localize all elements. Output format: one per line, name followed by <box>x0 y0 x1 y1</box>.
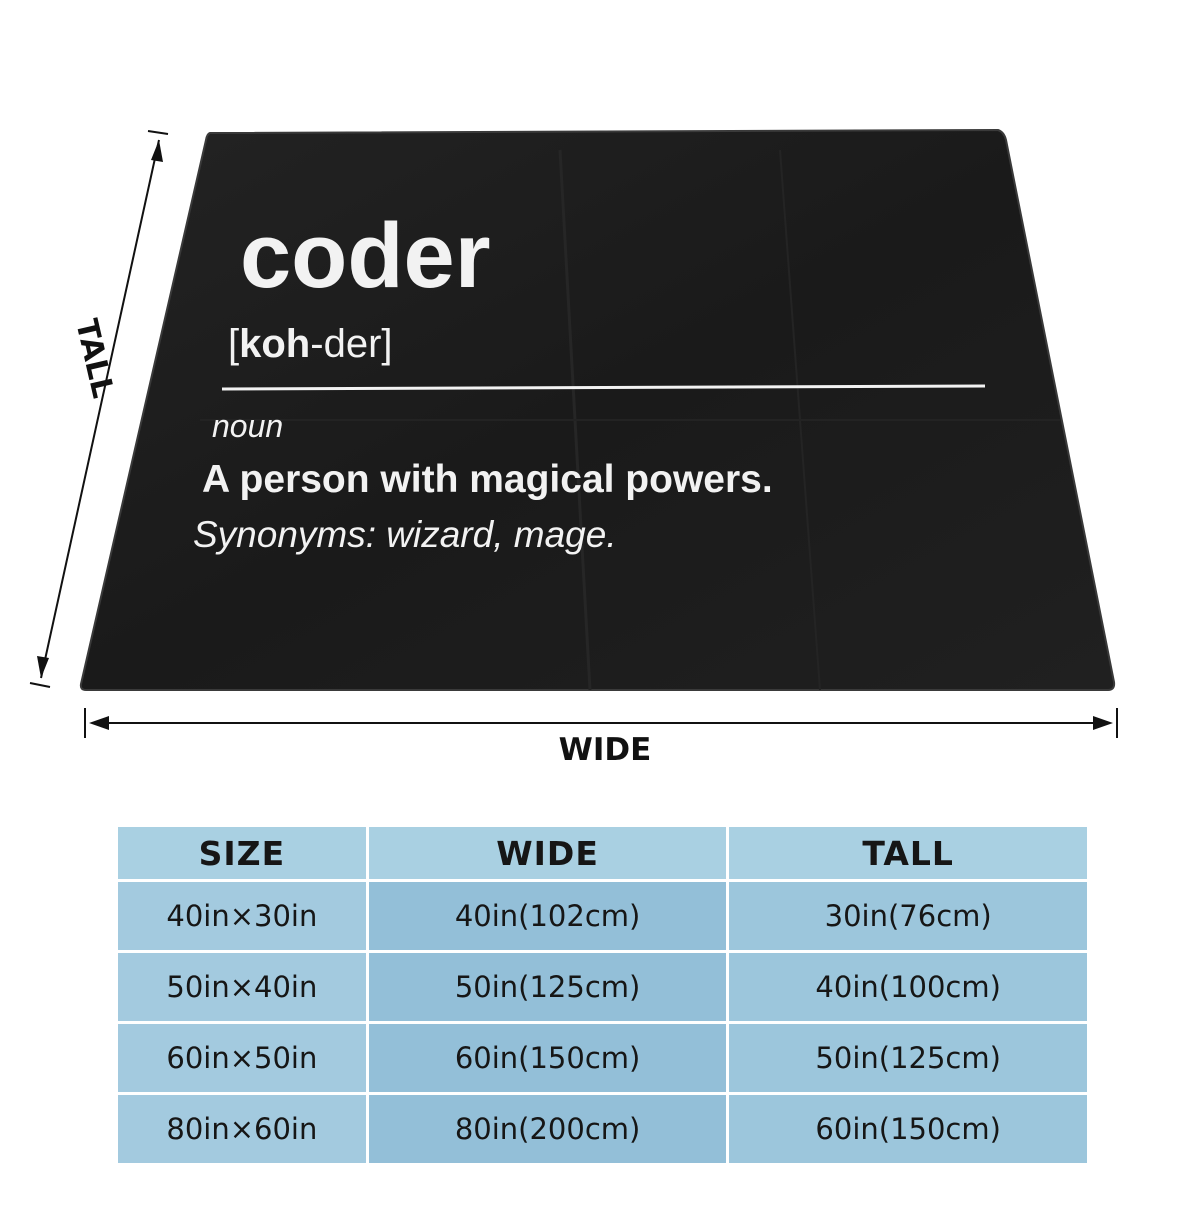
header-wide: WIDE <box>368 827 727 879</box>
wide-dimension: WIDE <box>84 708 1118 768</box>
pronunciation-rest: -der] <box>310 322 392 366</box>
definition-divider <box>221 384 986 391</box>
definition-text: A person with magical powers. <box>202 458 773 501</box>
wide-label: WIDE <box>559 732 652 768</box>
synonyms-text: Synonyms: wizard, mage. <box>193 514 617 555</box>
tall-label: TALL <box>68 316 120 401</box>
arrow-head-icon <box>37 656 49 678</box>
size-cell: 80in×60in <box>118 1095 366 1163</box>
definition-word: coder <box>240 205 491 307</box>
table-header-row: SIZE WIDE TALL <box>118 827 1087 879</box>
size-table: SIZE WIDE TALL 40in×30in 40in(102cm) 30i… <box>115 824 1090 1166</box>
arrow-head-icon <box>1093 716 1113 730</box>
pronunciation: [koh-der] <box>228 322 393 366</box>
size-cell: 40in×30in <box>118 882 366 950</box>
wide-cell: 80in(200cm) <box>368 1095 727 1163</box>
pronunciation-bracket: [ <box>228 322 239 366</box>
blanket <box>79 128 1116 691</box>
header-size: SIZE <box>118 827 366 879</box>
table-row: 50in×40in 50in(125cm) 40in(100cm) <box>118 953 1087 1021</box>
tall-cell: 40in(100cm) <box>729 953 1087 1021</box>
table-row: 80in×60in 80in(200cm) 60in(150cm) <box>118 1095 1087 1163</box>
table-row: 40in×30in 40in(102cm) 30in(76cm) <box>118 882 1087 950</box>
pronunciation-stress: koh <box>239 322 310 366</box>
size-cell: 60in×50in <box>118 1024 366 1092</box>
arrow-head-icon <box>89 716 109 730</box>
wide-cell: 50in(125cm) <box>368 953 727 1021</box>
tall-cell: 60in(150cm) <box>729 1095 1087 1163</box>
header-tall: TALL <box>729 827 1087 879</box>
wide-cell: 40in(102cm) <box>368 882 727 950</box>
arrow-head-icon <box>151 140 163 162</box>
part-of-speech: noun <box>212 408 283 444</box>
tall-cell: 30in(76cm) <box>729 882 1087 950</box>
table-row: 60in×50in 60in(150cm) 50in(125cm) <box>118 1024 1087 1092</box>
size-cell: 50in×40in <box>118 953 366 1021</box>
wide-cell: 60in(150cm) <box>368 1024 727 1092</box>
tall-cell: 50in(125cm) <box>729 1024 1087 1092</box>
